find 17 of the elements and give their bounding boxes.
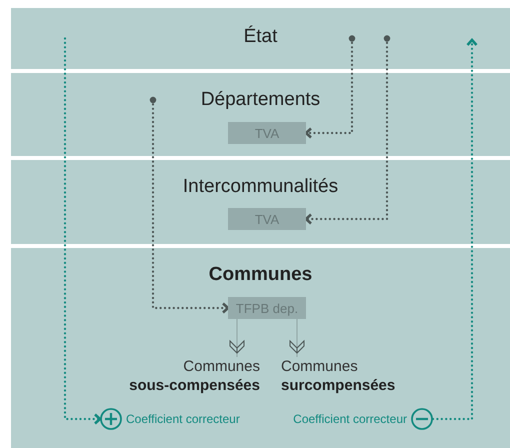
arrow — [432, 38, 478, 420]
tier-band — [11, 248, 510, 448]
tier-band — [11, 73, 510, 156]
tier-band — [11, 160, 510, 244]
tier-title: Intercommunalités — [182, 176, 340, 198]
arrow — [64, 37, 102, 425]
tier-band — [11, 8, 510, 69]
coefficient-label: Coefficient correcteur — [293, 412, 407, 426]
tier-title: Communes — [208, 264, 314, 286]
tier-title: État — [242, 26, 278, 48]
commune-group-label: Communes surcompensées — [281, 357, 431, 399]
arrow — [150, 96, 230, 314]
arrow — [304, 35, 390, 225]
commune-group-label: Communes sous-compensées — [110, 357, 260, 399]
coefficient-label: Coefficient correcteur — [126, 412, 240, 426]
arrow — [304, 35, 356, 139]
tier-title: Départements — [200, 89, 322, 111]
